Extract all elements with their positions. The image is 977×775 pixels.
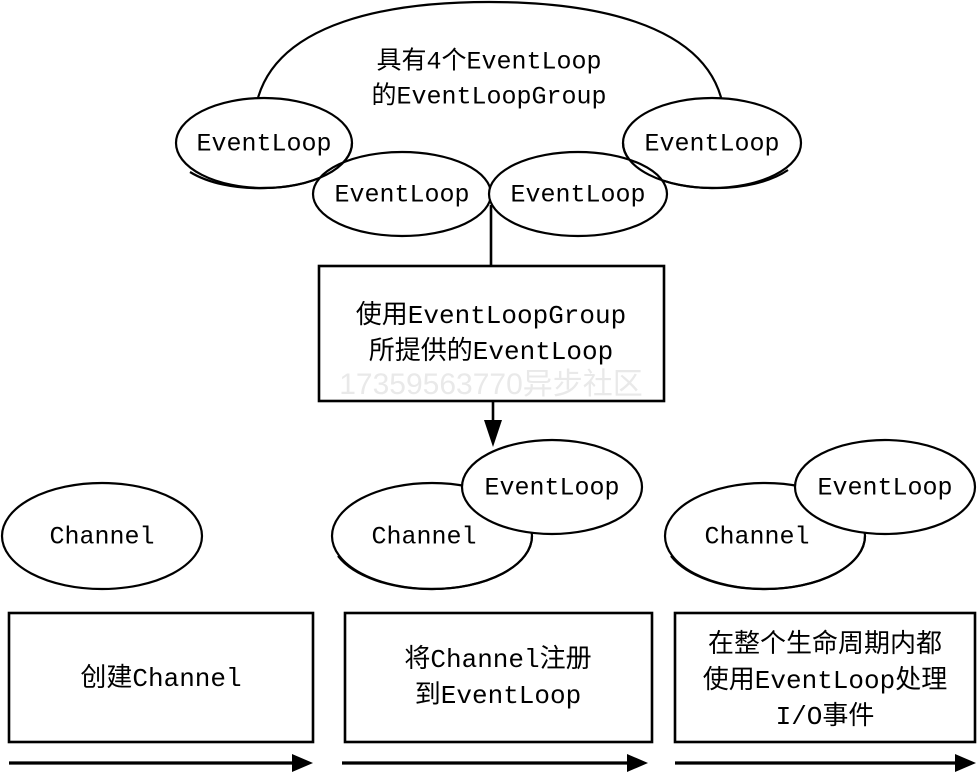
cloud-right-ellipse-overlap: [621, 142, 789, 190]
box-to-eventloop-arrow: [484, 401, 502, 447]
event-loop-ellipse-4-label: EventLoop: [644, 130, 779, 159]
event-loop-ellipse-1-label: EventLoop: [196, 130, 331, 159]
stage-2-box: [343, 611, 654, 744]
stage-3-group: Channel EventLoop 在整个生命周期内都 使用EventLoop处…: [663, 438, 977, 772]
stage-2-eventloop-label: EventLoop: [484, 474, 619, 503]
stage-3-box-line-2: 使用EventLoop处理: [703, 665, 947, 696]
event-loop-ellipse-3-label: EventLoop: [510, 181, 645, 210]
stage-2-arrow-head: [627, 754, 648, 772]
stage-2-eventloop-ellipse: [460, 438, 644, 536]
stage-1-arrow-head: [292, 754, 313, 772]
stage-2-group: Channel EventLoop 将Channel注册 到EventLoop: [330, 438, 654, 772]
middle-box-rect: [317, 264, 666, 403]
stage-1-channel-ellipse: [0, 481, 204, 591]
stage-3-eventloop-label: EventLoop: [817, 474, 952, 503]
box-arrow-head: [484, 420, 502, 447]
event-loop-group-cloud: EventLoop EventLoop EventLoop EventLoop …: [174, 0, 803, 238]
middle-box-line-1: 使用EventLoopGroup: [356, 300, 626, 331]
stage-3-eventloop-ellipse: [793, 438, 977, 536]
middle-description-box: 使用EventLoopGroup 所提供的EventLoop 173595637…: [317, 264, 666, 403]
watermark-label: 17359563770异步社区: [339, 368, 643, 401]
event-loop-ellipse-2-label: EventLoop: [334, 181, 469, 210]
stage-1-box-line-1: 创建Channel: [80, 663, 241, 694]
stage-3-arrow-head: [955, 754, 976, 772]
stage-2-box-line-2: 到EventLoop: [415, 681, 581, 711]
stage-2-box-line-1: 将Channel注册: [404, 644, 591, 675]
stage-3-box-line-1: 在整个生命周期内都: [708, 629, 942, 660]
stage-3-channel-label: Channel: [704, 523, 809, 552]
stage-3-box-line-3: I/O事件: [776, 701, 875, 732]
stage-1-group: Channel 创建Channel: [0, 481, 315, 772]
stage-3-channel-front-arc: [670, 535, 867, 591]
cloud-title-line-1: 具有4个EventLoop: [376, 47, 601, 77]
stage-2-channel-front-arc: [337, 535, 534, 591]
stage-1-box: [7, 611, 315, 744]
stage-3-box: [673, 611, 977, 744]
event-loop-ellipse-3: [487, 150, 669, 238]
stage-1-channel-label: Channel: [49, 523, 154, 552]
middle-box-line-2: 所提供的EventLoop: [369, 336, 613, 367]
cloud-title-line-2: 的EventLoopGroup: [371, 82, 606, 112]
stage-2-channel-label: Channel: [371, 523, 476, 552]
cloud-left-ellipse-overlap: [189, 142, 354, 190]
cloud-outer-arc: [253, 0, 726, 113]
